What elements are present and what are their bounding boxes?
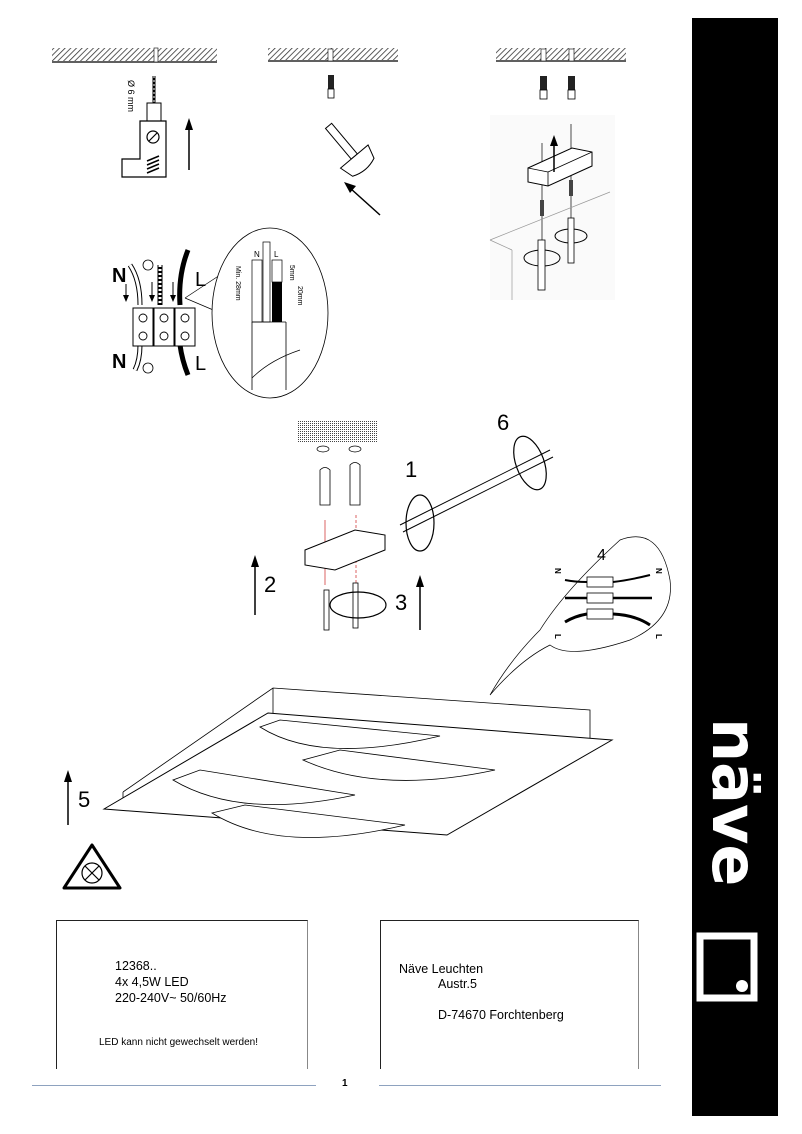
footer-rule-right — [379, 1085, 661, 1086]
terminal-detail-bubble: 4 N N L L — [489, 536, 671, 696]
drill-size-label: Ø 6 mm — [126, 80, 136, 112]
voltage-spec: 220-240V~ 50/60Hz — [115, 991, 227, 1005]
lamp-spec: 4x 4,5W LED — [115, 975, 189, 989]
no-halogen-warning-icon — [62, 843, 122, 890]
neutral-top-label: N — [112, 265, 126, 287]
step-6-label: 6 — [497, 410, 509, 435]
detail-live-label: L — [274, 250, 279, 259]
step-2-label: 2 — [264, 572, 276, 597]
terminal-live-left: L — [553, 634, 562, 639]
manufacturer-city: D-74670 Forchtenberg — [438, 1008, 564, 1022]
step-5-label: 5 — [78, 787, 90, 812]
manufacturer-street: Austr.5 — [438, 977, 477, 991]
terminal-live-right: L — [654, 634, 663, 639]
step-bracket-illustration — [480, 40, 640, 300]
manufacturer-name: Näve Leuchten — [399, 962, 484, 976]
terminal-neutral-right: N — [654, 568, 663, 574]
strip-long-label: 20mm — [296, 286, 303, 306]
hammer-diagram — [268, 48, 398, 216]
page-number: 1 — [342, 1078, 348, 1089]
manufacturer-box: Näve Leuchten Austr.5 D-74670 Forchtenbe… — [380, 920, 639, 1069]
brand-bar: näve — [692, 18, 778, 1116]
footer-rule-left — [32, 1085, 316, 1086]
mounting-exploded-diagram: 1 2 3 6 — [251, 410, 554, 631]
product-info-box: 12368.. 4x 4,5W LED 220-240V~ 50/60Hz LE… — [56, 920, 308, 1069]
step-3-label: 3 — [395, 590, 407, 615]
brand-logo-text: näve — [698, 718, 771, 886]
neutral-bottom-label: N — [112, 351, 126, 373]
terminal-neutral-left: N — [553, 568, 562, 574]
ceiling-lamp-drawing: 5 — [62, 687, 614, 890]
nave-logo: näve — [696, 718, 771, 1002]
live-bottom-label: L — [195, 353, 206, 375]
led-note: LED kann nicht gewechselt werden! — [99, 1037, 258, 1048]
wiring-illustration: N N L L — [100, 220, 340, 400]
mounting-illustration: 1 2 3 6 — [240, 405, 580, 645]
ceiling-hatch — [52, 48, 217, 61]
lamp-illustration: 5 — [50, 670, 630, 900]
min-length-label: Min. 28mm — [234, 266, 241, 301]
step-drill-illustration: Ø 6 mm — [50, 40, 250, 190]
bracket-screw-diagram — [489, 48, 626, 300]
strip-short-label: 5mm — [288, 265, 295, 281]
terminal-detail-illustration: 4 N N L L — [480, 520, 680, 700]
step-1-label: 1 — [405, 457, 417, 482]
drill-diagram: Ø 6 mm — [52, 47, 217, 178]
detail-neutral-label: N — [254, 250, 260, 259]
article-number: 12368.. — [115, 959, 157, 973]
wiring-terminal-diagram: N N L L — [112, 227, 329, 399]
step-dowel-illustration — [260, 40, 400, 230]
step-4-label: 4 — [597, 547, 606, 564]
live-top-label: L — [195, 269, 206, 291]
